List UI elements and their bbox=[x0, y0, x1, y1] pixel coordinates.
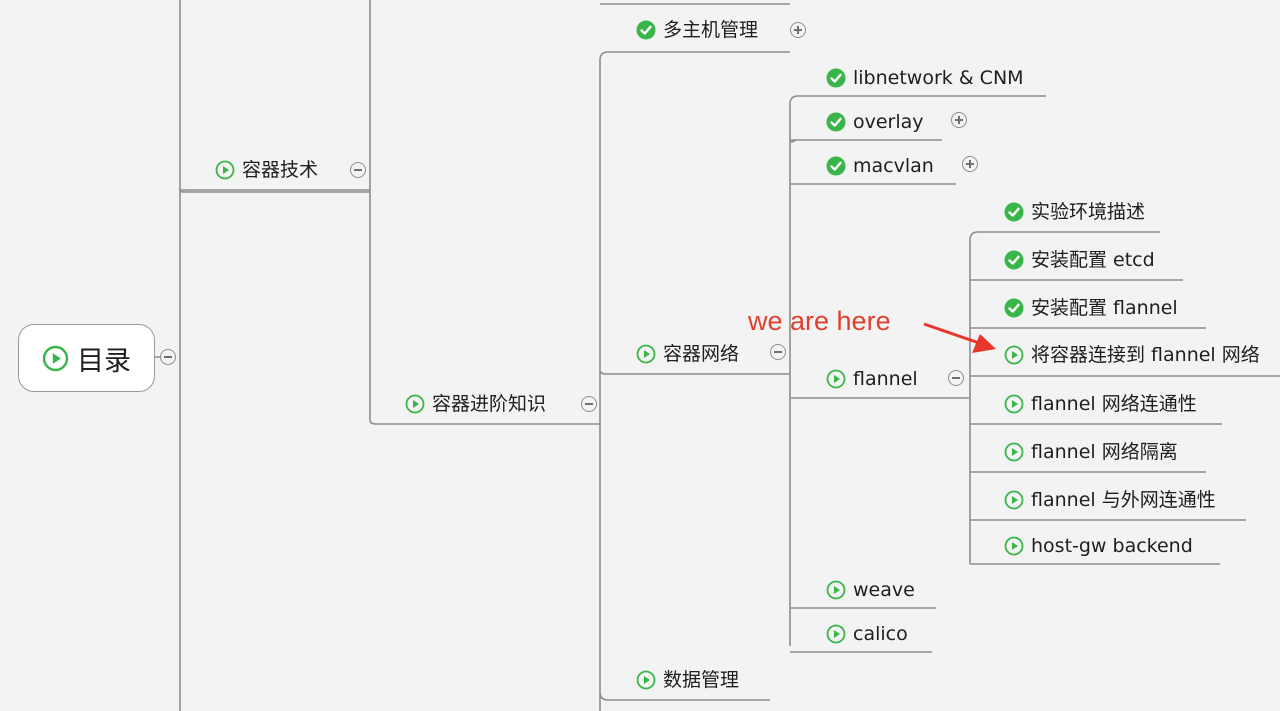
annotation-we-are-here: we are here bbox=[748, 306, 891, 336]
node-label: host-gw backend bbox=[1031, 535, 1193, 557]
node-label: 数据管理 bbox=[663, 669, 740, 691]
play-circle-icon bbox=[1004, 394, 1024, 414]
play-circle-icon bbox=[826, 580, 846, 600]
node-flannel-item[interactable]: flannel 网络隔离 bbox=[1004, 440, 1178, 464]
collapse-flannel-toggle[interactable] bbox=[948, 370, 964, 386]
node-label: macvlan bbox=[853, 155, 934, 177]
play-circle-icon bbox=[405, 394, 425, 414]
node-container-tech[interactable]: 容器技术 bbox=[215, 158, 318, 182]
node-calico[interactable]: calico bbox=[826, 622, 908, 646]
node-label: calico bbox=[853, 623, 908, 645]
check-circle-icon bbox=[636, 20, 656, 40]
node-flannel-item[interactable]: 安装配置 flannel bbox=[1004, 296, 1178, 320]
flannel-trunk bbox=[969, 231, 1280, 565]
collapse-advanced-toggle[interactable] bbox=[581, 396, 597, 412]
node-multi-host[interactable]: 多主机管理 bbox=[636, 18, 758, 42]
node-label: flannel 网络隔离 bbox=[1031, 441, 1178, 463]
check-circle-icon bbox=[1004, 298, 1024, 318]
advanced-trunk bbox=[599, 51, 790, 711]
root-node[interactable]: 目录 bbox=[18, 324, 155, 392]
node-advanced[interactable]: 容器进阶知识 bbox=[405, 392, 546, 416]
level1-trunk bbox=[369, 0, 600, 425]
node-label: flannel 与外网连通性 bbox=[1031, 489, 1216, 511]
arrow-icon bbox=[923, 322, 996, 353]
node-flannel-item[interactable]: flannel 与外网连通性 bbox=[1004, 488, 1216, 512]
expand-macvlan-toggle[interactable] bbox=[962, 156, 978, 172]
play-circle-icon bbox=[1004, 536, 1024, 556]
root-connector bbox=[155, 0, 370, 711]
container-tech-connector bbox=[179, 189, 370, 193]
play-circle-icon bbox=[42, 345, 69, 371]
check-circle-icon bbox=[1004, 250, 1024, 270]
node-macvlan[interactable]: macvlan bbox=[826, 154, 934, 178]
collapse-network-toggle[interactable] bbox=[770, 344, 786, 360]
play-circle-icon bbox=[826, 369, 846, 389]
check-circle-icon bbox=[1004, 202, 1024, 222]
node-flannel-item[interactable]: 实验环境描述 bbox=[1004, 200, 1145, 224]
collapse-container-tech-toggle[interactable] bbox=[350, 162, 366, 178]
node-overlay[interactable]: overlay bbox=[826, 110, 924, 134]
node-label: flannel 网络连通性 bbox=[1031, 393, 1197, 415]
node-flannel-item[interactable]: host-gw backend bbox=[1004, 534, 1193, 558]
node-label: 安装配置 flannel bbox=[1031, 297, 1178, 319]
check-circle-icon bbox=[826, 156, 846, 176]
node-label: overlay bbox=[853, 111, 924, 133]
node-label: 容器进阶知识 bbox=[432, 393, 547, 415]
check-circle-icon bbox=[826, 112, 846, 132]
play-circle-icon bbox=[1004, 490, 1024, 510]
node-data-mgmt[interactable]: 数据管理 bbox=[636, 668, 739, 692]
node-flannel-item-current[interactable]: 将容器连接到 flannel 网络 bbox=[1004, 343, 1260, 367]
play-circle-icon bbox=[1004, 345, 1024, 365]
node-label: flannel bbox=[853, 368, 918, 390]
play-circle-icon bbox=[636, 670, 656, 690]
node-network[interactable]: 容器网络 bbox=[636, 342, 739, 366]
node-label: 实验环境描述 bbox=[1031, 201, 1146, 223]
node-libnetwork[interactable]: libnetwork & CNM bbox=[826, 66, 1024, 90]
expand-multi-host-toggle[interactable] bbox=[790, 22, 806, 38]
node-weave[interactable]: weave bbox=[826, 578, 915, 602]
node-flannel[interactable]: flannel bbox=[826, 367, 918, 391]
expand-overlay-toggle[interactable] bbox=[951, 112, 967, 128]
node-label: libnetwork & CNM bbox=[853, 67, 1024, 89]
node-label: weave bbox=[853, 579, 915, 601]
collapse-root-toggle[interactable] bbox=[160, 349, 176, 365]
network-trunk bbox=[789, 95, 1046, 653]
node-label: 容器网络 bbox=[663, 343, 740, 365]
root-label: 目录 bbox=[77, 345, 131, 377]
node-label: 容器技术 bbox=[242, 159, 319, 181]
node-flannel-item[interactable]: 安装配置 etcd bbox=[1004, 248, 1155, 272]
play-circle-icon bbox=[215, 160, 235, 180]
node-label: 将容器连接到 flannel 网络 bbox=[1031, 344, 1260, 366]
node-label: 安装配置 etcd bbox=[1031, 249, 1155, 271]
play-circle-icon bbox=[1004, 442, 1024, 462]
node-flannel-item[interactable]: flannel 网络连通性 bbox=[1004, 392, 1197, 416]
node-label: 多主机管理 bbox=[663, 19, 759, 41]
check-circle-icon bbox=[826, 68, 846, 88]
play-circle-icon bbox=[636, 344, 656, 364]
play-circle-icon bbox=[826, 624, 846, 644]
